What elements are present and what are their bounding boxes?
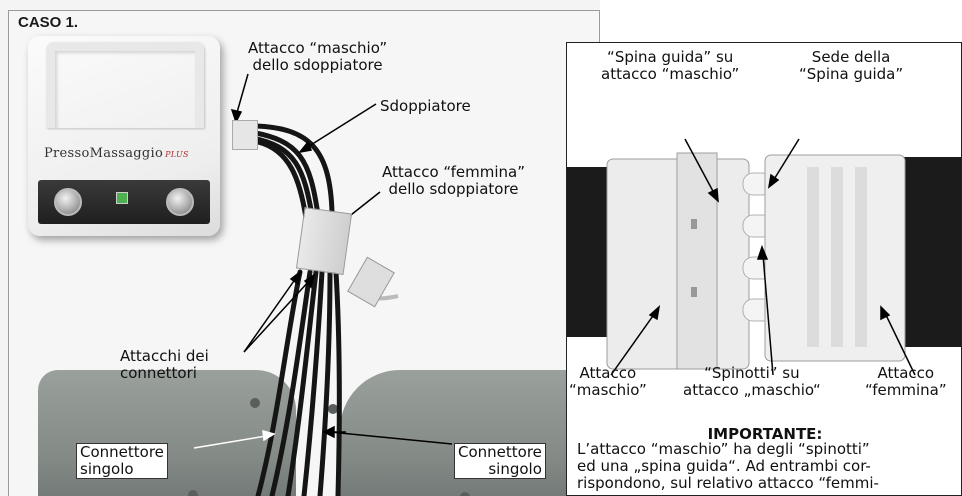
label-line: Attacco “femmina” [382,164,525,181]
splitter-female-connector [296,207,352,275]
device-brand: PressoMassaggioPLUS [44,146,189,161]
label-line: attacco “maschio” [601,66,739,83]
label-female: Attacco “femmina” [865,365,947,399]
label-connector-sockets: Attacchi dei connettori [120,348,209,382]
label-line: Connettore [80,444,164,461]
label-line: Connettore [458,444,542,461]
device-handle [46,42,204,128]
label-line: “femmina” [865,382,947,399]
important-line: ed una „spina guida“. Ad entrambi cor- [577,458,957,475]
label-line: Attacco [569,365,647,382]
label-splitter: Sdoppiatore [380,98,471,115]
label-guide-pin: “Spina guida” su attacco “maschio” [601,49,739,83]
pressure-knob [54,188,82,216]
label-pins: “Spinotti” su attacco „maschio“ [683,365,821,399]
label-line: dello sdoppiatore [382,181,525,198]
case-title: CASO 1. [18,14,78,31]
label-male-connector: Attacco “maschio” dello sdoppiatore [248,40,387,74]
device-output-port [232,120,258,150]
label-line: dello sdoppiatore [248,57,387,74]
label-female-connector: Attacco “femmina” dello sdoppiatore [382,164,525,198]
important-line: rispondono, sul relativo attacco “femmi- [577,475,957,492]
device-control-panel [38,180,210,224]
label-line: connettori [120,365,209,382]
timer-knob [166,188,194,216]
brand-suffix: PLUS [165,150,189,159]
power-led [116,192,128,204]
photo-panel-case-1: PressoMassaggioPLUS CASO 1. Attacco “mas… [0,0,600,496]
important-text: L’attacco “maschio” ha degli “spinotti” … [577,441,957,492]
label-single-connector-left: Connettore singolo [76,443,168,479]
label-line: Attacchi dei [120,348,209,365]
label-line: Sede della [799,49,903,66]
label-line: attacco „maschio“ [683,382,821,399]
label-male: Attacco “maschio” [569,365,647,399]
connector-closeup-photo [567,137,962,387]
label-line: “maschio” [569,382,647,399]
brand-name: PressoMassaggio [44,146,163,161]
label-line: singolo [80,461,164,478]
connector-detail-panel: “Spina guida” su attacco “maschio” Sede … [566,42,962,496]
label-single-connector-right: Connettore singolo [454,443,546,479]
important-line: L’attacco “maschio” ha degli “spinotti” [577,441,957,458]
pressotherapy-device: PressoMassaggioPLUS [28,36,220,236]
label-line: “Spina guida” su [601,49,739,66]
label-guide-seat: Sede della “Spina guida” [799,49,903,83]
label-line: Attacco [865,365,947,382]
label-line: “Spinotti” su [683,365,821,382]
label-line: Attacco “maschio” [248,40,387,57]
label-line: singolo [458,461,542,478]
label-line: “Spina guida” [799,66,903,83]
